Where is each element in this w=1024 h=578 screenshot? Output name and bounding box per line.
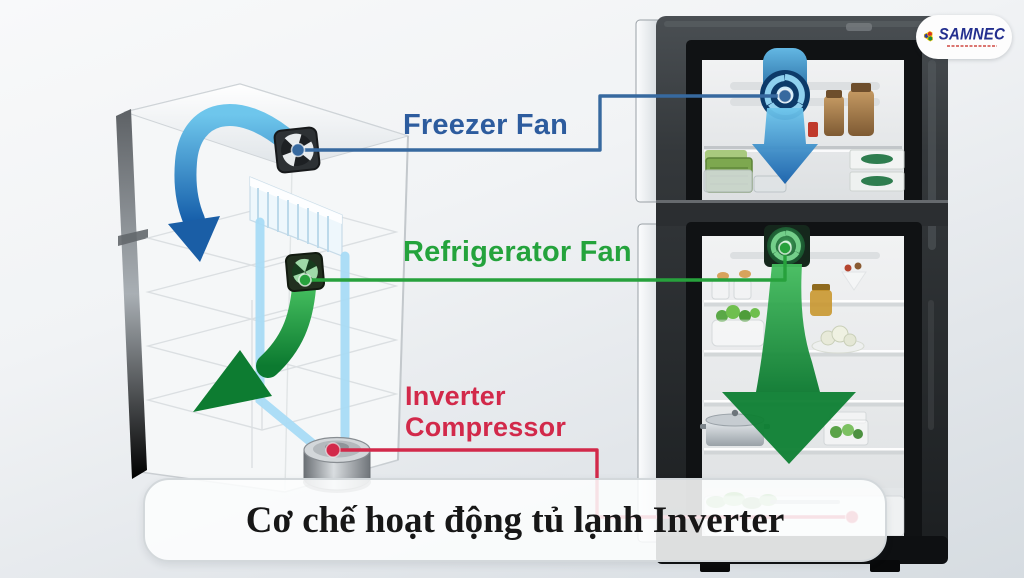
freezer-fan-connector [296, 94, 787, 152]
samnec-hexagons-icon [923, 31, 933, 42]
wireframe-fridge [116, 83, 410, 493]
samnec-logo: SAMNEC [916, 15, 1012, 59]
caption-banner: Cơ chế hoạt động tủ lạnh Inverter [143, 478, 887, 562]
coolant-pipes [255, 217, 350, 453]
freezer-fan-label: Freezer Fan [403, 109, 568, 141]
fridge-airflow-arrow [722, 264, 856, 464]
freezer-compartment [686, 40, 922, 208]
evaporator-icon [249, 176, 343, 257]
inverter-compressor-label: Inverter Compressor [405, 381, 567, 443]
logo-text-block: SAMNEC [938, 24, 1005, 48]
logo-tagline [946, 44, 997, 47]
caption-title: Cơ chế hoạt động tủ lạnh Inverter [245, 499, 785, 541]
green-airflow-arrow [193, 276, 316, 412]
blue-airflow-arrow [168, 104, 300, 262]
freezer-airflow-arrow [752, 108, 818, 184]
frozen-food-items [703, 83, 905, 193]
refrigerator-fan-connector [303, 246, 787, 282]
logo-brand-text: SAMNEC [938, 24, 1005, 44]
door-hinge [846, 23, 872, 31]
refrigerator-fan-label: Refrigerator Fan [403, 236, 632, 268]
